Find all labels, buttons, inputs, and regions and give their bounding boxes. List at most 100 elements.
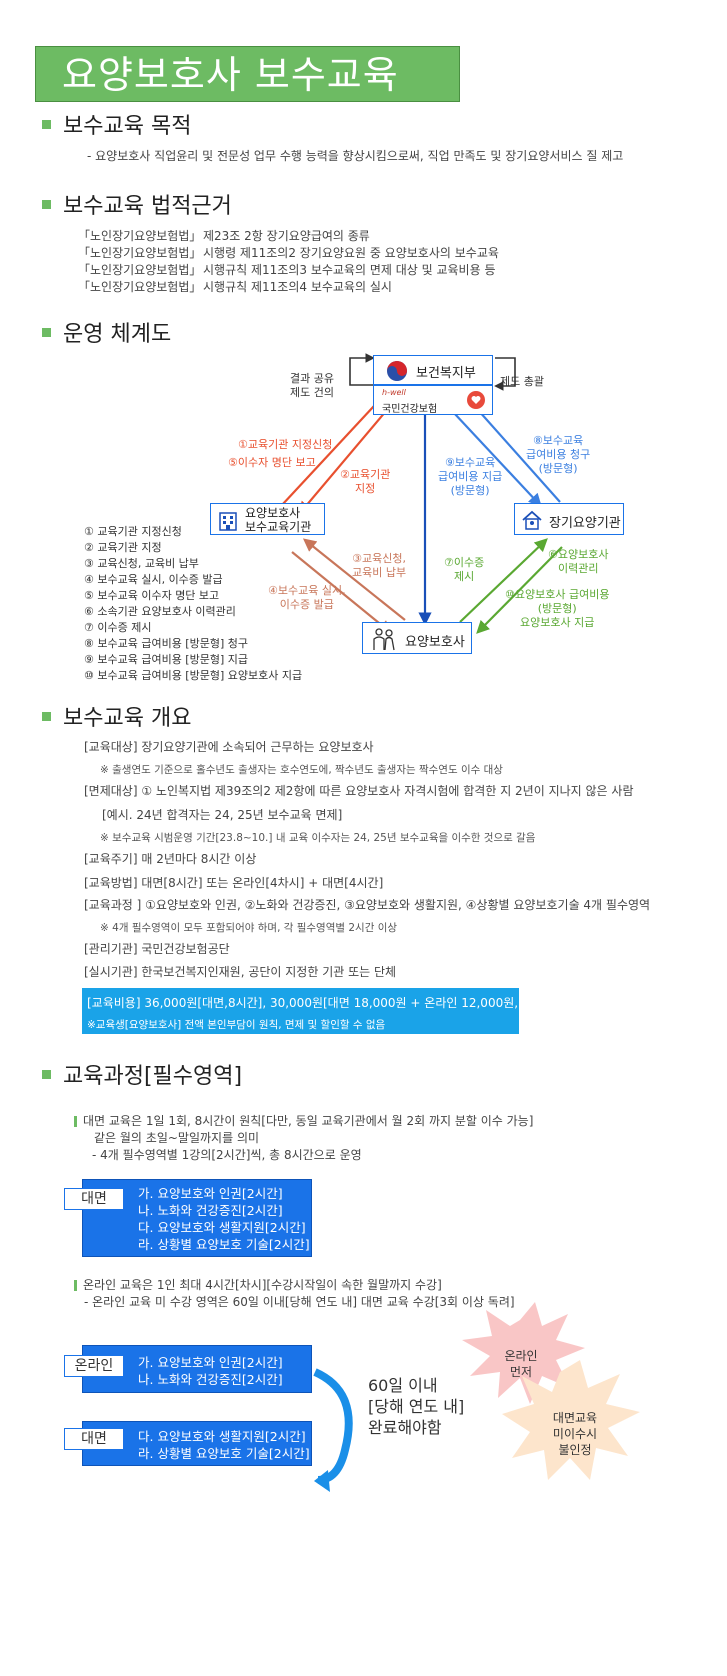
decor-layer [313, 1302, 640, 1492]
arrow-oversee [494, 357, 516, 391]
arrow-1 [281, 390, 389, 506]
building-icon [219, 512, 237, 531]
node-ministry: 보건복지부 [373, 355, 493, 385]
diagram-legend: ① 교육기관 지정신청 ② 교육기관 지정 ③ 교육신청, 교육비 납부 ④ 보… [84, 524, 302, 684]
section-heading-course: 교육과정[필수영역] [42, 1058, 242, 1090]
heart-logo-icon [467, 391, 485, 409]
arrow-3 [302, 538, 406, 621]
square-bullet-icon [42, 711, 51, 721]
course-item: 가. 요양보호와 인권[2시간] [138, 1186, 283, 1201]
square-bullet-icon [42, 1069, 51, 1079]
legend-item: ⑩ 보수교육 급여비용 [방문형] 요양보호사 지급 [84, 669, 303, 682]
tag-face: 대면 [64, 1188, 124, 1210]
arrow-4 [291, 551, 393, 634]
course-item: 가. 요양보호와 인권[2시간] [138, 1355, 283, 1370]
section-heading-legal: 보수교육 법적근거 [42, 188, 232, 220]
node-nhis: h-well 국민건강보험 [373, 385, 493, 415]
course-item: 나. 노화와 건강증진[2시간] [138, 1372, 283, 1387]
deadline-text: 60일 이내[당해 연도 내]완료해야함 [368, 1376, 465, 1437]
system-diagram-arrows [281, 353, 563, 634]
green-bar-icon [74, 1116, 77, 1127]
page-title: 요양보호사 보수교육 [35, 46, 460, 102]
online-intro-1: 온라인 교육은 1인 최대 4시간[차시][수강시작일이 속한 월말까지 수강] [74, 1276, 442, 1293]
overview-exempt-example: [예시. 24년 합격자는 24, 25년 보수교육 면제] [102, 808, 343, 822]
house-icon [522, 510, 542, 530]
taeguk-icon [387, 361, 407, 381]
curved-arrow-head [314, 1470, 330, 1492]
overview-provider: [실시기관] 한국보건복지인재원, 공단이 지정한 기관 또는 단체 [84, 965, 397, 979]
burst-online-first [462, 1302, 585, 1404]
face-intro-3: - 4개 필수영역별 1강의[2시간]씩, 총 8시간으로 운영 [92, 1148, 362, 1162]
overview-method: [교육방법] 대면[8시간] 또는 온라인[4차시] + 대면[4시간] [84, 876, 384, 890]
node-ltc-institution: 장기요양기관 [514, 503, 624, 535]
legal-item: 「노인장기요양보험법」제23조 2항 장기요양급여의 종류 [78, 229, 370, 243]
node-caregiver: 요양보호사 [362, 622, 472, 654]
purpose-text: - 요양보호사 직업윤리 및 전문성 업무 수행 능력을 향상시킴으로써, 직업… [87, 149, 624, 163]
label-step-1: ①교육기관 지정신청 [238, 438, 333, 451]
section-heading-purpose: 보수교육 목적 [42, 108, 191, 140]
course-item: 라. 상황별 요양보호 기술[2시간] [138, 1446, 310, 1461]
fee-box: [교육비용] 36,000원[대면,8시간], 30,000원[대면 18,00… [82, 988, 556, 1034]
overview-target-note: ※ 출생연도 기준으로 홀수년도 출생자는 호수연도에, 짝수년도 출생자는 짝… [100, 764, 503, 776]
overview-manager: [관리기관] 국민건강보험공단 [84, 942, 230, 956]
tag-face2: 대면 [64, 1428, 124, 1450]
legend-item: ⑤ 보수교육 이수자 명단 보고 [84, 589, 220, 602]
legend-item: ③ 교육신청, 교육비 납부 [84, 557, 199, 570]
legend-item: ⑧ 보수교육 급여비용 [방문형] 청구 [84, 637, 248, 650]
burst-not-recognized [502, 1360, 640, 1480]
face-intro-2: 같은 월의 초일~말일까지를 의미 [94, 1131, 260, 1145]
overview-exempt-note: ※ 보수교육 시범운영 기간[23.8~10.] 내 교육 이수자는 24, 2… [100, 832, 536, 844]
face-intro-1: 대면 교육은 1일 1회, 8시간이 원칙[다만, 동일 교육기관에서 월 2회… [74, 1112, 533, 1129]
overview-cycle: [교육주기] 매 2년마다 8시간 이상 [84, 852, 257, 866]
section-heading-overview: 보수교육 개요 [42, 700, 191, 732]
fee-text: [교육비용] 36,000원[대면,8시간], 30,000원[대면 18,00… [87, 996, 557, 1010]
fee-note: ※교육생[요양보호사] 전액 본인부담이 원칙, 면제 및 할인할 수 없음 [87, 1019, 386, 1031]
online-intro-2: - 온라인 교육 미 수강 영역은 60일 이내[당해 연도 내] 대면 교육 … [84, 1295, 515, 1309]
overview-exempt: [면제대상] ① 노인복지법 제39조의2 제2항에 따른 요양보호사 자격시험… [84, 784, 634, 798]
legal-list: 「노인장기요양보험법」제23조 2항 장기요양급여의 종류 「노인장기요양보험법… [78, 227, 499, 295]
label-oversee: 제도 총괄 [500, 375, 544, 388]
legend-item: ④ 보수교육 실시, 이수증 발급 [84, 573, 223, 586]
section-heading-system: 운영 체계도 [42, 316, 171, 348]
tag-online: 온라인 [64, 1355, 124, 1377]
legend-item: ② 교육기관 지정 [84, 541, 162, 554]
course-item: 다. 요양보호와 생활지원[2시간] [138, 1220, 306, 1235]
label-step-3: ③교육신청,교육비 납부 [352, 552, 407, 579]
legend-item: ⑨ 보수교육 급여비용 [방문형] 지급 [84, 653, 248, 666]
arrow-9 [439, 397, 542, 507]
course-item: 다. 요양보호와 생활지원[2시간] [138, 1429, 306, 1444]
square-bullet-icon [42, 119, 51, 129]
legend-item: ⑦ 이수증 제시 [84, 621, 152, 634]
square-bullet-icon [42, 327, 51, 337]
legal-item: 「노인장기요양보험법」시행규칙 제11조의3 보수교육의 면제 대상 및 교육비… [78, 263, 496, 277]
arrow-2 [298, 397, 398, 516]
course-item: 나. 노화와 건강증진[2시간] [138, 1203, 283, 1218]
overview-course: [교육과정 ] ①요양보호와 인권, ②노화와 건강증진, ③요양보호와 생활지… [84, 898, 651, 912]
arrow-7 [459, 538, 548, 623]
caregiver-icon [373, 628, 395, 651]
legal-item: 「노인장기요양보험법」시행령 제11조의2 장기요양요원 중 요양보호사의 보수… [78, 246, 499, 260]
curved-arrow [313, 1368, 353, 1484]
square-bullet-icon [42, 199, 51, 209]
arrow-share [349, 353, 380, 386]
arrow-10 [476, 546, 563, 634]
overview-target: [교육대상] 장기요양기관에 소속되어 근무하는 요양보호사 [84, 740, 374, 754]
label-step-10: ⑩요양보호사 급여비용(방문형)요양보호사 지급 [505, 588, 610, 629]
overview-course-note: ※ 4개 필수영역이 모두 포함되어야 하며, 각 필수영역별 2시간 이상 [100, 922, 398, 934]
course-item: 라. 상황별 요양보호 기술[2시간] [138, 1237, 310, 1252]
label-step-4: ④보수교육 실시,이수증 발급 [268, 584, 346, 611]
green-bar-icon [74, 1280, 77, 1291]
legal-item: 「노인장기요양보험법」시행규칙 제11조의4 보수교육의 실시 [78, 280, 392, 294]
label-step-5: ⑤이수자 명단 보고 [228, 456, 316, 469]
legend-item: ⑥ 소속기관 요양보호사 이력관리 [84, 605, 236, 618]
legend-item: ① 교육기관 지정신청 [84, 525, 182, 538]
